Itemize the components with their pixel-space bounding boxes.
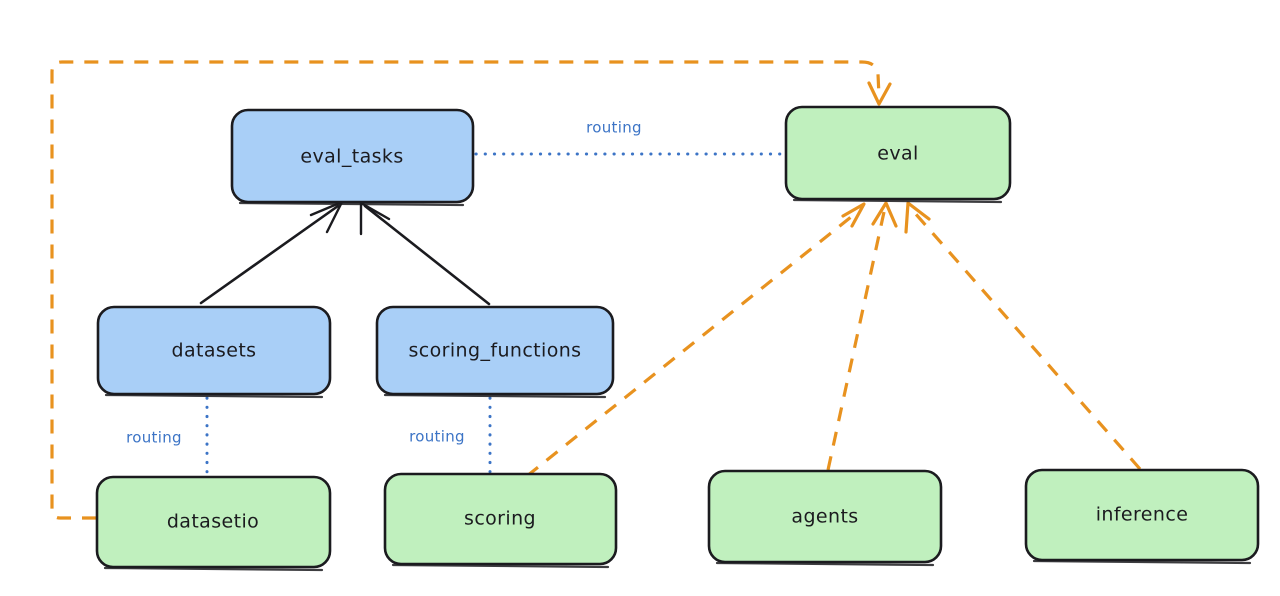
edge-scoring-to-eval[interactable] [526,202,866,478]
node-datasetio[interactable]: datasetio [95,475,332,572]
edge-inference-to-eval[interactable] [904,201,1142,471]
node-eval_tasks-label: eval_tasks [300,146,403,168]
edge-agents-to-eval[interactable] [826,201,898,471]
node-datasets[interactable]: datasets [96,305,332,399]
node-datasetio-label: datasetio [167,511,259,533]
node-scoring_functions-label: scoring_functions [409,340,582,362]
edge-label-routing-eval: routing [586,119,642,137]
node-datasets-label: datasets [172,340,257,362]
node-scoring[interactable]: scoring [383,472,618,569]
node-eval[interactable]: eval [784,105,1012,204]
edge-label-routing-scoring: routing [409,428,465,446]
node-scoring_functions[interactable]: scoring_functions [375,305,615,399]
node-inference-label: inference [1096,504,1189,526]
node-scoring-label: scoring [464,508,536,530]
node-eval_tasks[interactable]: eval_tasks [230,108,475,207]
edge-datasetio-to-eval[interactable] [50,60,892,520]
node-agents[interactable]: agents [707,469,943,567]
node-eval-label: eval [877,143,918,165]
node-agents-label: agents [791,506,858,528]
node-inference[interactable]: inference [1024,468,1260,565]
edge-scoring_functions-to-eval_tasks[interactable] [359,201,491,306]
edge-label-routing-datasetio: routing [126,429,182,447]
edge-datasets-to-eval_tasks[interactable] [199,200,344,305]
